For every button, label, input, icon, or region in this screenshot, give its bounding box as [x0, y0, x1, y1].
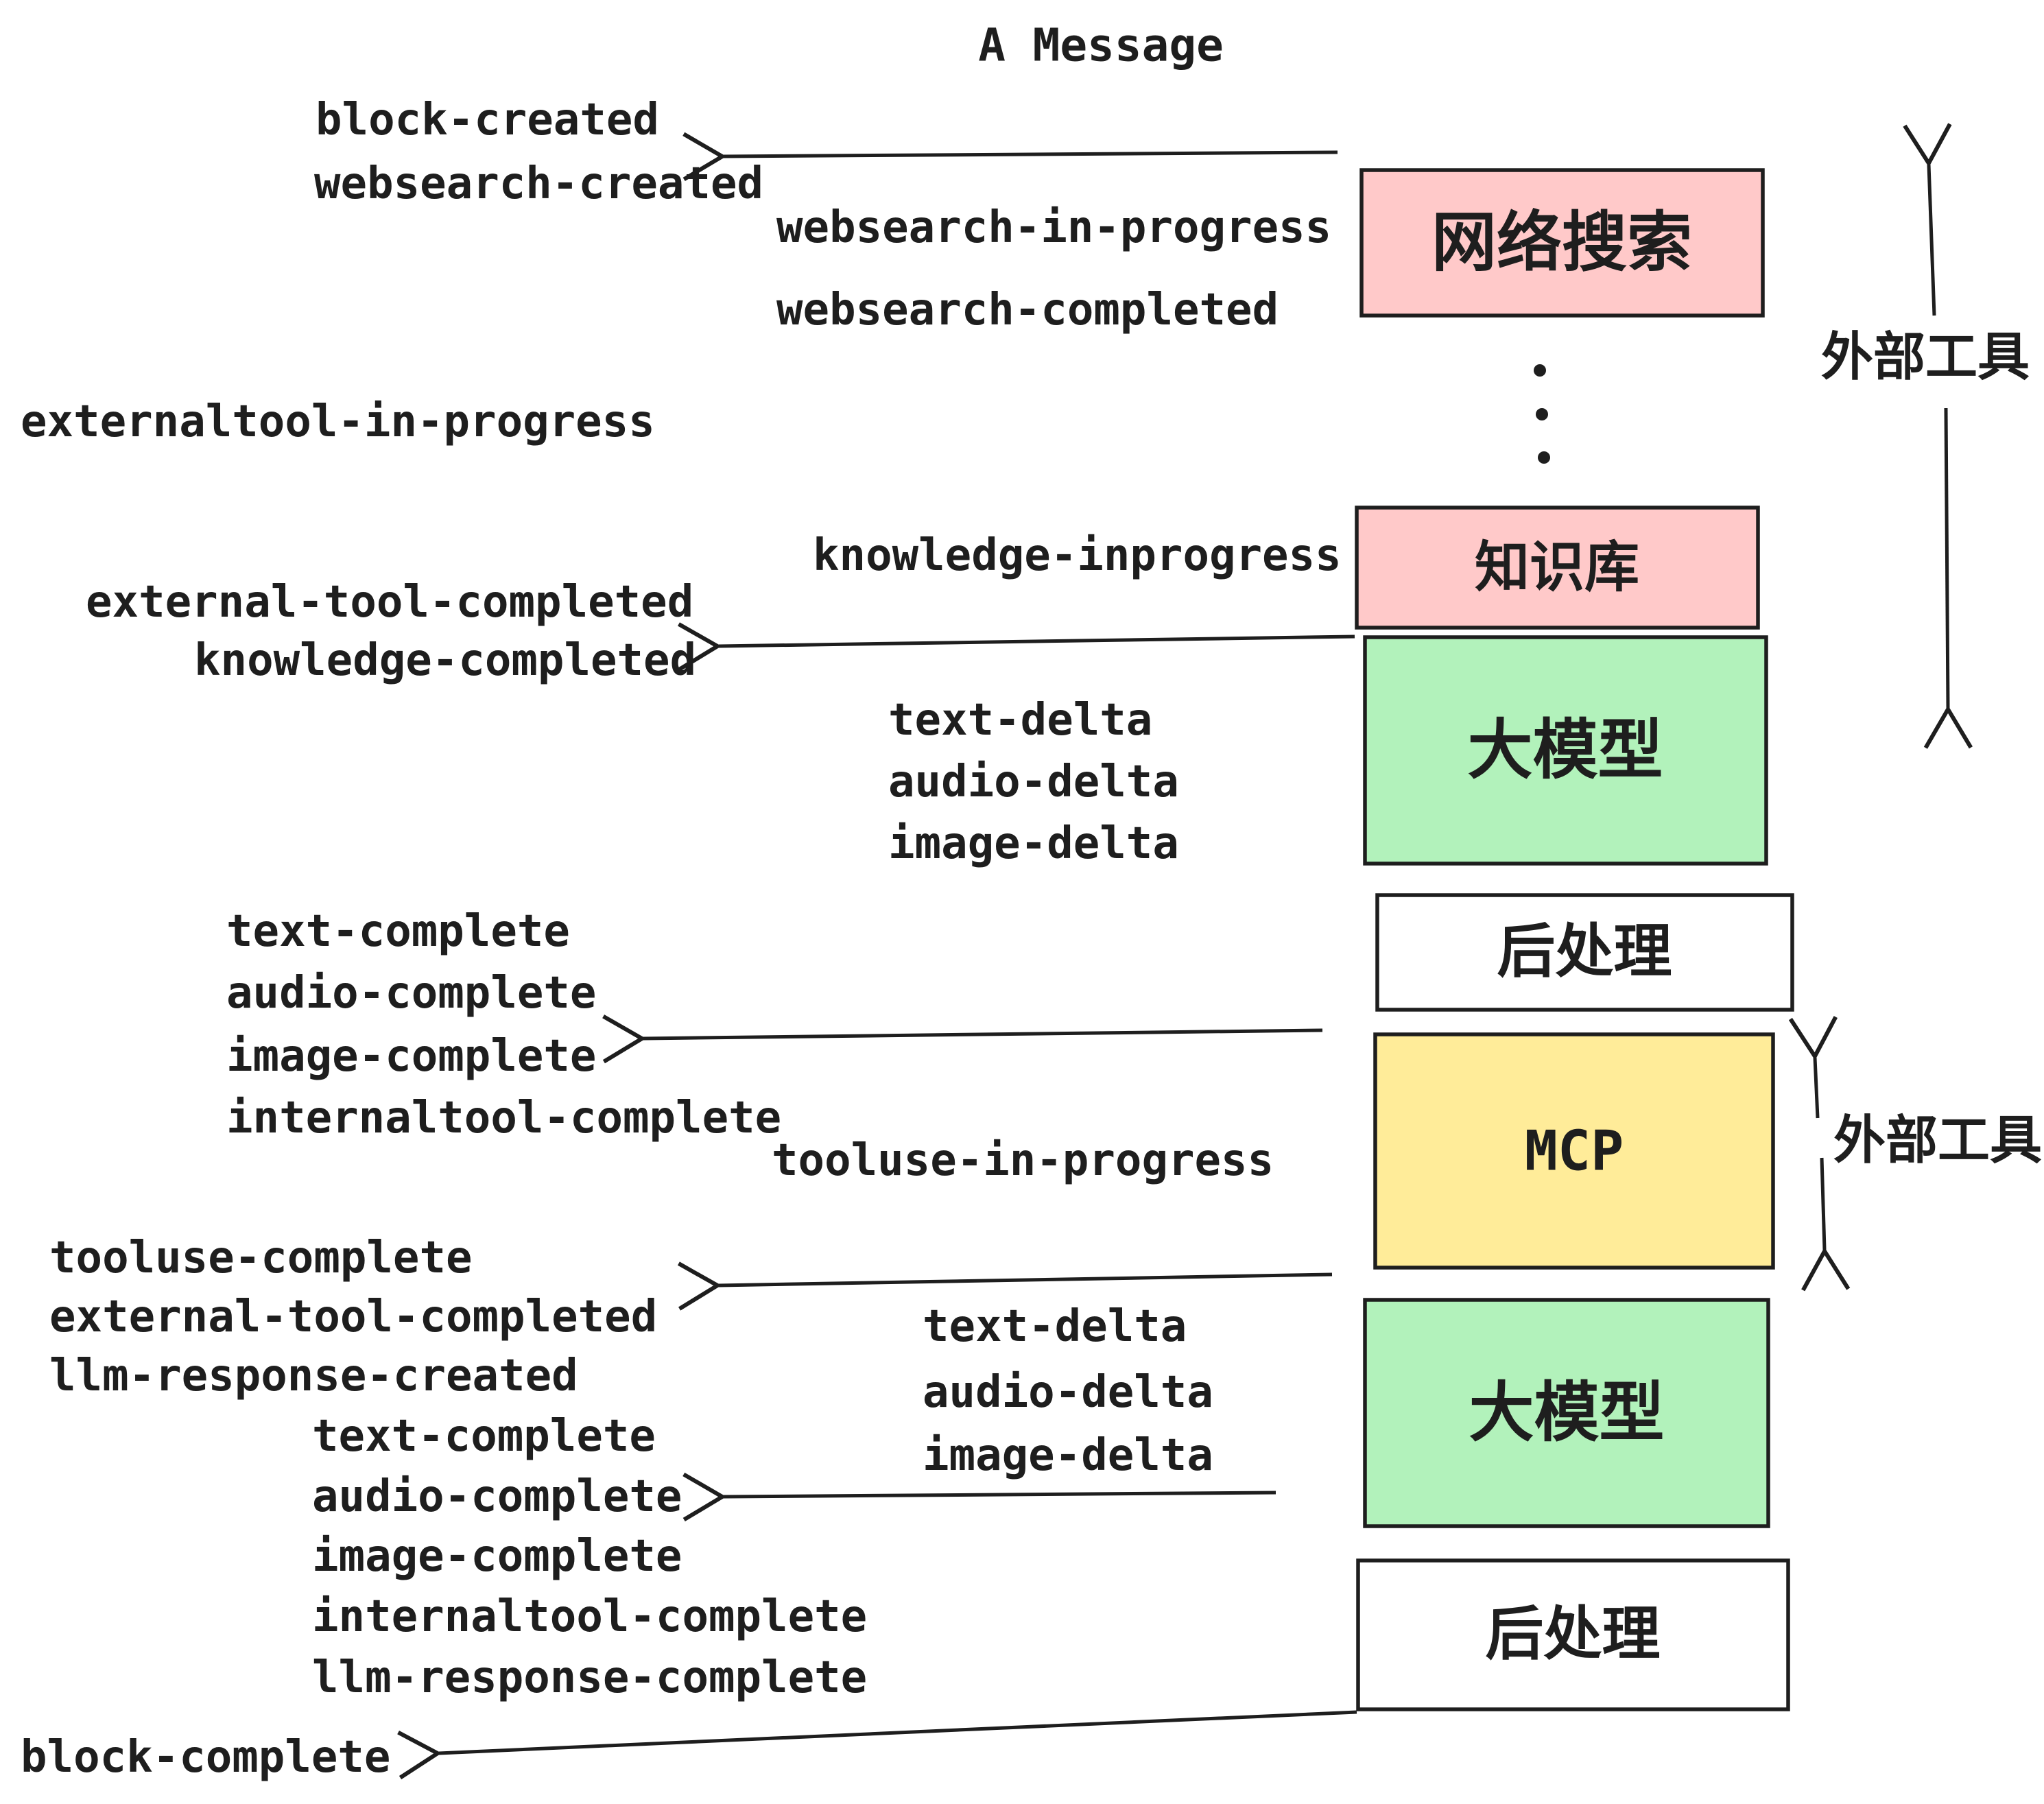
event-internaltool-complete-1: internaltool-complete [226, 1093, 781, 1143]
websearch-box [1359, 168, 1765, 318]
external-tools-top-span: 外部工具 [1821, 123, 2030, 749]
event-text-complete-1: text-complete [226, 906, 570, 957]
event-audio-complete-1: audio-complete [226, 968, 596, 1019]
event-image-delta-1: image-delta [888, 818, 1179, 869]
up-arrow-icon [1903, 123, 1952, 316]
mcp-box [1373, 1032, 1775, 1270]
event-tooluse-in-progress: tooluse-in-progress [772, 1135, 1274, 1186]
event-audio-delta-2: audio-delta [923, 1367, 1213, 1418]
down-arrow-icon [1923, 407, 1973, 749]
event-knowledge-completed: knowledge-completed [194, 635, 696, 686]
down-arrow-icon [1801, 1157, 1851, 1292]
event-block-created: block-created [316, 95, 659, 145]
event-block-complete: block-complete [21, 1732, 390, 1783]
external-tools-mcp-span: 外部工具 [1788, 1016, 2042, 1292]
external-tools-mcp-label: 外部工具 [1833, 1110, 2042, 1171]
event-llm-response-created: llm-response-created [49, 1351, 578, 1401]
event-tooluse-complete: tooluse-complete [49, 1233, 473, 1283]
event-text-delta-2: text-delta [923, 1301, 1187, 1352]
box-llm-top: 大模型 [1363, 635, 1768, 866]
event-websearch-created: websearch-created [314, 158, 763, 209]
event-audio-delta-1: audio-delta [888, 757, 1179, 807]
event-text-complete-2: text-complete [312, 1411, 656, 1462]
event-internaltool-complete-2: internaltool-complete [312, 1591, 867, 1642]
event-text-delta-1: text-delta [888, 695, 1152, 746]
event-llm-response-complete: llm-response-complete [312, 1652, 867, 1703]
postprocess-top-box-label: 后处理 [1497, 918, 1672, 986]
page-title: A Message [978, 19, 1224, 72]
event-external-tool-completed-1: external-tool-completed [86, 577, 693, 628]
event-audio-complete-2: audio-complete [312, 1471, 682, 1522]
knowledge-box-label: 知识库 [1475, 536, 1639, 600]
websearch-box-label: 网络搜索 [1431, 205, 1692, 281]
box-mcp: MCP [1373, 1032, 1775, 1270]
box-postprocess-top: 后处理 [1375, 893, 1794, 1012]
event-image-delta-2: image-delta [923, 1430, 1213, 1481]
postprocess-bottom-box [1356, 1558, 1790, 1711]
llm-bottom-box [1363, 1298, 1770, 1528]
llm-top-box [1363, 635, 1768, 866]
event-knowledge-inprogress: knowledge-inprogress [813, 530, 1342, 581]
arrow-block-complete [397, 1710, 1357, 1780]
arrow-llm-complete [682, 1472, 1276, 1522]
box-knowledge: 知识库 [1355, 506, 1760, 630]
arrow-knowledge-completed [678, 622, 1355, 672]
knowledge-box [1355, 506, 1760, 630]
external-tools-top-label: 外部工具 [1821, 327, 2030, 388]
event-external-tool-completed-2: external-tool-completed [49, 1292, 657, 1342]
event-image-complete-1: image-complete [226, 1031, 596, 1082]
postprocess-bottom-box-label: 后处理 [1485, 1601, 1660, 1669]
box-llm-bottom: 大模型 [1363, 1298, 1770, 1528]
box-websearch: 网络搜索 [1359, 168, 1765, 318]
event-websearch-in-progress: websearch-in-progress [776, 202, 1331, 253]
llm-bottom-box-label: 大模型 [1469, 1375, 1664, 1451]
postprocess-top-box [1375, 893, 1794, 1012]
mcp-box-label: MCP [1525, 1119, 1624, 1183]
llm-top-box-label: 大模型 [1467, 713, 1663, 788]
arrow-internal-complete [602, 1014, 1323, 1064]
box-postprocess-bottom: 后处理 [1356, 1558, 1790, 1711]
arrow-websearch-created [682, 132, 1338, 181]
event-websearch-completed: websearch-completed [776, 285, 1279, 335]
up-arrow-icon [1788, 1016, 1838, 1119]
ellipsis-icon [1534, 364, 1550, 464]
arrow-tooluse-complete [677, 1261, 1333, 1311]
event-image-complete-2: image-complete [312, 1531, 682, 1582]
event-externaltool-in-progress: externaltool-in-progress [21, 396, 655, 447]
